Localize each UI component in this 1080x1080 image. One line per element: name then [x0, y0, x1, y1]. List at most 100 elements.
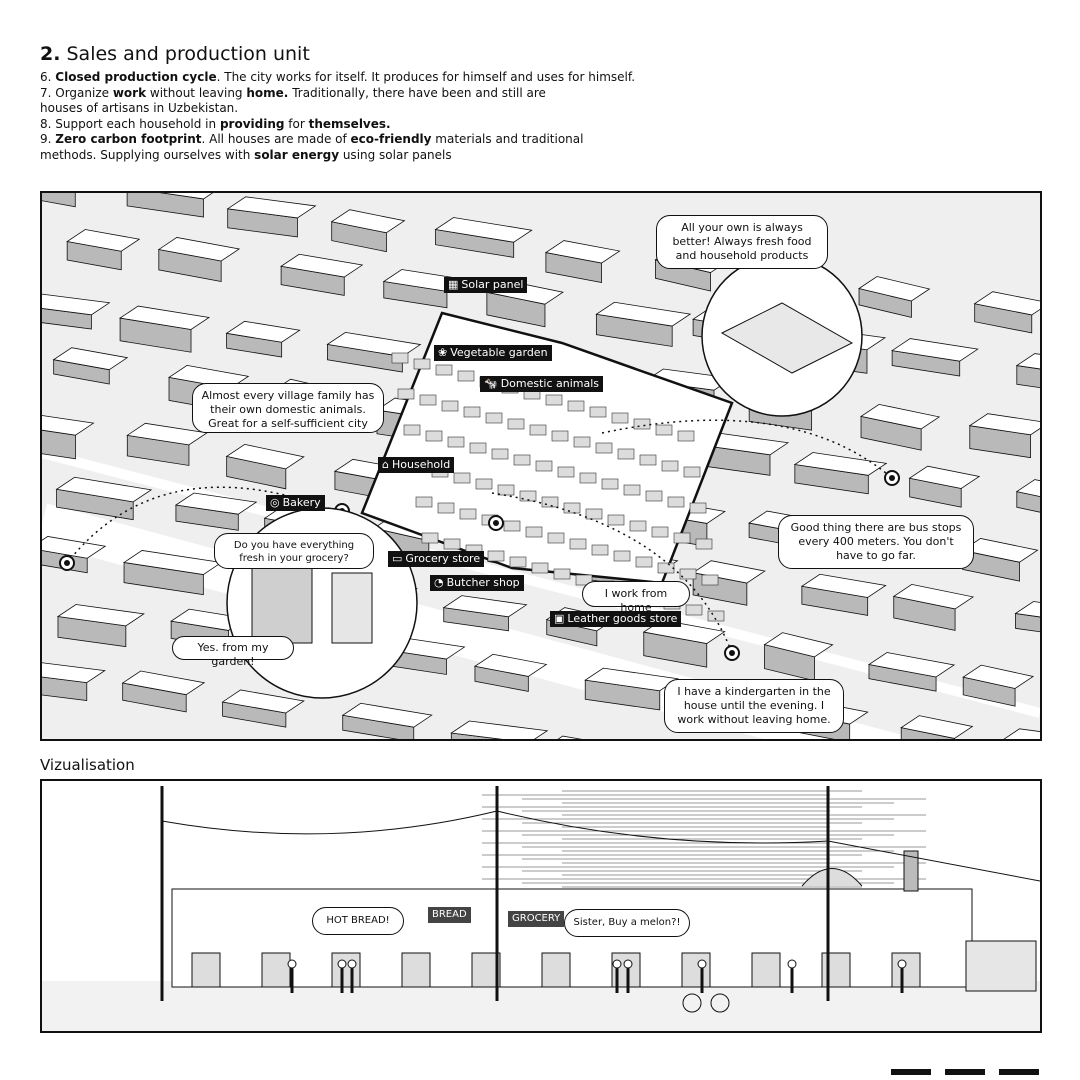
building-roof [763, 632, 834, 658]
section-number: 2. [40, 43, 61, 65]
solar-panel-array [545, 394, 563, 406]
building-roof [800, 573, 887, 598]
shop-window [681, 952, 711, 988]
building-roof [221, 689, 305, 714]
solar-panel-array [485, 412, 503, 424]
principle-text: solar energy [254, 147, 340, 162]
principle-number: 8. [40, 116, 52, 131]
grocery-door [331, 572, 373, 644]
solar-panel-array [491, 448, 509, 460]
bicycle-wheel [682, 993, 702, 1013]
building-roof [330, 209, 406, 234]
principle-number: 7. [40, 85, 52, 100]
solar-panel-array [425, 430, 443, 442]
building-roof [450, 720, 549, 739]
principle-line: 8. Support each household in providing f… [40, 117, 740, 133]
tag-grocery-store: ▭Grocery store [388, 551, 485, 567]
street-visualisation: HOT BREAD! Sister, Buy a melon?! BREAD G… [40, 779, 1042, 1033]
solar-panel-array [673, 532, 691, 544]
dome [801, 868, 863, 887]
solar-panel-array [497, 484, 515, 496]
solar-panel-array [607, 514, 625, 526]
solar-panel-array [573, 436, 591, 448]
bubble-work-from-home: I work from home [582, 581, 690, 614]
shop-window [471, 952, 501, 988]
solar-panel-array [507, 418, 525, 430]
solar-panel-array [391, 352, 409, 364]
solar-panel-array [655, 424, 673, 436]
principle-line: 6. Closed production cycle. The city wor… [40, 70, 740, 86]
person-head [337, 959, 347, 969]
building-roof [968, 413, 1040, 436]
solar-panel-array [585, 508, 603, 520]
solar-panel-array [685, 604, 703, 616]
solar-panel-array [447, 436, 465, 448]
shop-window [821, 952, 851, 988]
building-roof [584, 667, 679, 692]
page-indicator-dash-2 [945, 1069, 985, 1075]
person-head [347, 959, 357, 969]
solar-panel-array [403, 424, 421, 436]
section-title: 2. Sales and production unit [40, 42, 740, 66]
shop-window [541, 952, 571, 988]
principle-line: houses of artisans in Uzbekistan. [40, 101, 740, 117]
street-visualisation-drawing [42, 786, 1040, 1031]
building-roof [962, 664, 1035, 689]
solar-panel-array [463, 406, 481, 418]
building-roof [174, 492, 258, 515]
building-roof [1015, 479, 1040, 497]
bubble-hot-bread: HOT BREAD! [312, 907, 404, 935]
solar-panel-array [635, 556, 653, 568]
solar-panel-array [679, 568, 697, 580]
building-wall [1015, 613, 1040, 633]
principle-line: 9. Zero carbon footprint. All houses are… [40, 132, 740, 148]
building-roof [891, 338, 979, 362]
principle-text: Zero carbon footprint [55, 132, 202, 146]
building-roof [326, 331, 422, 357]
sign-grocery: GROCERY [508, 911, 565, 927]
building-roof [1015, 353, 1040, 370]
principles-list: 6. Closed production cycle. The city wor… [40, 70, 740, 163]
bubble-domestic-animals: Almost every village family has their ow… [192, 383, 384, 433]
solar-panel-array [701, 574, 719, 586]
solar-panel-array [683, 466, 701, 478]
shop-window [891, 952, 921, 988]
principle-text: for [284, 116, 309, 131]
building-roof [225, 443, 305, 470]
building-roof [867, 652, 956, 678]
building-roof [55, 476, 153, 503]
principle-line: 7. Organize work without leaving home. T… [40, 86, 740, 102]
page-indicator-dash-3 [999, 1069, 1039, 1075]
building-roof [858, 276, 931, 302]
solar-panel-array [601, 478, 619, 490]
solar-panel-array [557, 466, 575, 478]
solar-panel-array [579, 472, 597, 484]
tag-leather-goods-store: ▣Leather goods store [550, 611, 682, 627]
solar-panel-array [503, 520, 521, 532]
person-head [787, 959, 797, 969]
house-icon: ⌂ [382, 458, 389, 471]
solar-panel-array [529, 424, 547, 436]
principle-text: materials and traditional [431, 132, 584, 146]
header-text: 2. Sales and production unit 6. Closed p… [40, 42, 740, 163]
bubble-garden-answer: Yes. from my garden! [172, 636, 294, 668]
principle-text: Traditionally, there have been and still… [288, 85, 546, 100]
bubble-bus-stops: Good thing there are bus stops every 400… [778, 515, 974, 569]
shop-window [751, 952, 781, 988]
vegetable-icon: ❀ [438, 346, 448, 359]
bicycle-wheel [710, 993, 730, 1013]
solar-panel-array [677, 430, 695, 442]
building-roof [42, 536, 107, 559]
basket-icon: ▭ [392, 552, 403, 565]
solar-panel-array [531, 562, 549, 574]
building-roof [900, 715, 974, 739]
power-line [161, 810, 1040, 882]
visualisation-label: Vizualisation [40, 756, 135, 774]
principle-text: Support each household in [51, 116, 220, 131]
solar-panel-array [441, 400, 459, 412]
building-roof [157, 237, 241, 262]
stop-marker-dot [64, 560, 70, 566]
principle-text: without leaving [146, 85, 247, 100]
building-roof [42, 293, 111, 316]
solar-panel-array [707, 610, 725, 622]
